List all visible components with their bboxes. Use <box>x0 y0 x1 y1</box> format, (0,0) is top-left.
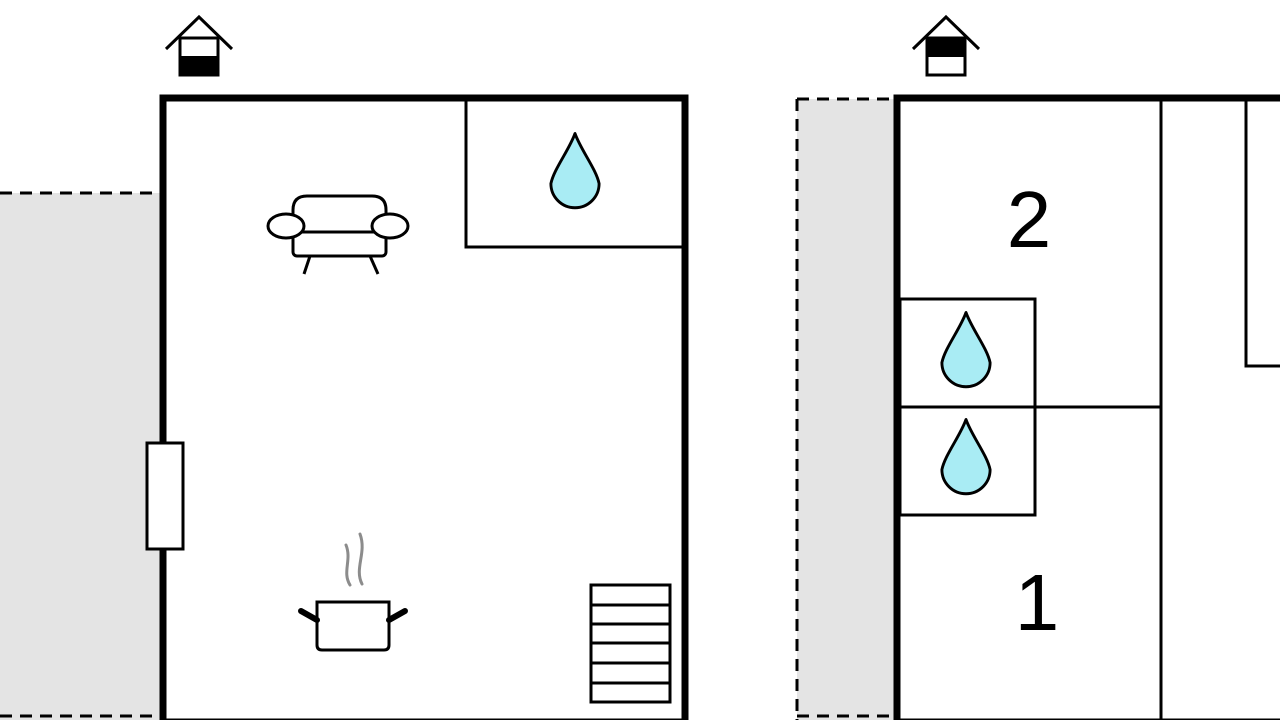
house-level-ground-icon <box>164 14 234 77</box>
entrance-door[interactable] <box>145 441 185 551</box>
upper-floor-plan: 2 1 <box>795 14 1280 720</box>
house-level-upper-icon <box>911 14 981 77</box>
ground-floor-plan <box>0 14 689 720</box>
room-number-2: 2 <box>1007 175 1052 264</box>
upper-floor-bathroom-bottom <box>898 405 1037 517</box>
balcony-area <box>795 97 897 720</box>
sofa-icon <box>266 194 410 275</box>
upper-floor-bathroom-top <box>898 297 1037 409</box>
ground-floor-bathroom <box>464 98 682 249</box>
cooking-pot-icon <box>298 532 408 652</box>
terrace-area <box>0 191 163 720</box>
stairs-icon <box>589 583 672 704</box>
room-number-1: 1 <box>1015 558 1060 647</box>
